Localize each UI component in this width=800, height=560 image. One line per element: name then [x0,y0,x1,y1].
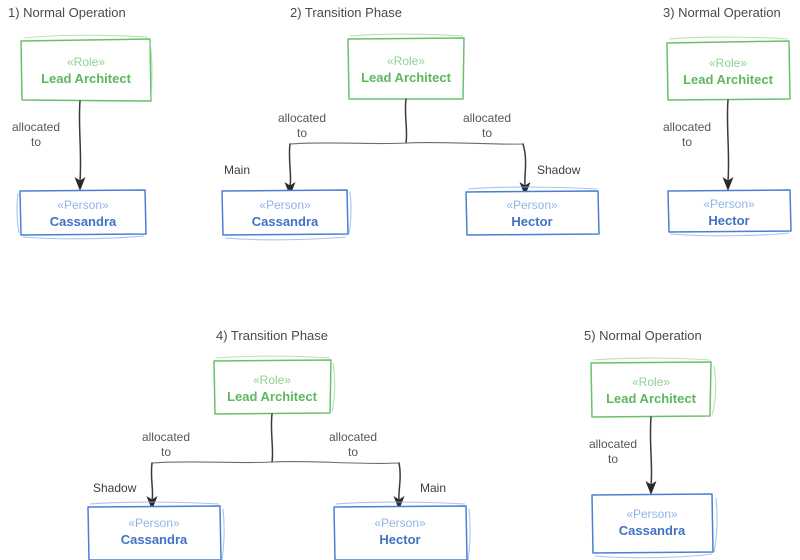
role-box[interactable]: «Role» Lead Architect [213,355,336,415]
person-box[interactable]: «Person» Cassandra [591,493,718,559]
person-name: Cassandra [252,214,319,229]
person-box-right[interactable]: «Person» Hector [333,501,471,560]
panel-1: 1) Normal Operation «Role» Lead Architec… [8,5,153,240]
allocation-fork[interactable]: allocated to allocated to [142,413,405,510]
role-stereotype: «Role» [387,54,425,68]
person-stereotype: «Person» [259,198,311,212]
role-stereotype: «Role» [67,55,105,69]
edge-label-right-line1: allocated [463,111,511,125]
role-box[interactable]: «Role» Lead Architect [590,357,717,418]
edge-label-left-line2: to [297,126,307,140]
side-label-shadow: Shadow [537,163,581,177]
edge-label-left-line1: allocated [278,111,326,125]
person-stereotype: «Person» [626,507,678,521]
person-stereotype: «Person» [506,198,558,212]
role-box[interactable]: «Role» Lead Architect [666,36,791,101]
allocated-to-connector[interactable]: allocated to [589,416,657,495]
person-name: Hector [379,532,420,547]
panel-5: 5) Normal Operation «Role» Lead Architec… [584,328,718,559]
edge-label-line1: allocated [663,120,711,134]
side-label-main: Main [420,481,446,495]
role-name: Lead Architect [683,72,773,87]
person-name: Cassandra [50,214,117,229]
person-stereotype: «Person» [703,197,755,211]
person-box[interactable]: «Person» Hector [667,189,792,237]
role-stereotype: «Role» [632,375,670,389]
side-label-shadow: Shadow [93,481,137,495]
role-name: Lead Architect [227,389,317,404]
edge-label-line2: to [682,135,692,149]
edge-label-right-line2: to [348,445,358,459]
person-box-right[interactable]: «Person» Hector [465,186,600,236]
person-name: Hector [708,213,749,228]
role-box[interactable]: «Role» Lead Architect [347,33,465,100]
edge-label-left-line2: to [161,445,171,459]
person-box-left[interactable]: «Person» Cassandra [87,501,225,560]
allocated-to-connector[interactable]: allocated to [663,99,734,191]
panel-4: 4) Transition Phase «Role» Lead Architec… [87,328,471,560]
role-stereotype: «Role» [253,373,291,387]
edge-label-right-line1: allocated [329,430,377,444]
panel-title: 5) Normal Operation [584,328,702,343]
role-stereotype: «Role» [709,56,747,70]
edge-label-line1: allocated [589,437,637,451]
person-box[interactable]: «Person» Cassandra [16,189,147,240]
panel-title: 2) Transition Phase [290,5,402,20]
panel-2: 2) Transition Phase «Role» Lead Architec… [221,5,600,241]
person-stereotype: «Person» [57,198,109,212]
person-stereotype: «Person» [374,516,426,530]
person-name: Hector [511,214,552,229]
role-box[interactable]: «Role» Lead Architect [20,34,153,102]
allocation-fork[interactable]: allocated to allocated to [278,98,531,196]
person-name: Cassandra [121,532,188,547]
edge-label-line1: allocated [12,120,60,134]
side-label-main: Main [224,163,250,177]
allocated-to-connector[interactable]: allocated to [12,100,86,191]
role-name: Lead Architect [41,71,131,86]
person-box-left[interactable]: «Person» Cassandra [221,189,352,241]
edge-label-line2: to [31,135,41,149]
edge-label-right-line2: to [482,126,492,140]
person-name: Cassandra [619,523,686,538]
panel-title: 4) Transition Phase [216,328,328,343]
panel-title: 1) Normal Operation [8,5,126,20]
person-stereotype: «Person» [128,516,180,530]
role-name: Lead Architect [361,70,451,85]
panel-3: 3) Normal Operation «Role» Lead Architec… [663,5,792,237]
panel-title: 3) Normal Operation [663,5,781,20]
edge-label-line2: to [608,452,618,466]
role-name: Lead Architect [606,391,696,406]
edge-label-left-line1: allocated [142,430,190,444]
